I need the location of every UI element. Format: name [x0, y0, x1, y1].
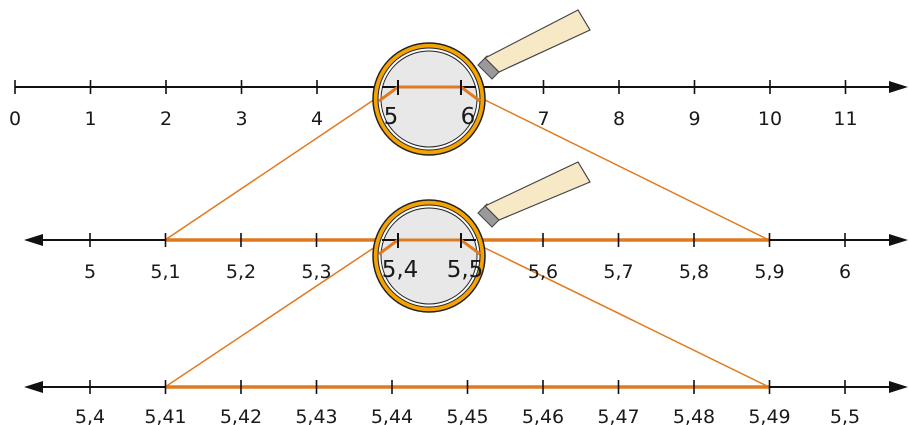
tick-label: 5,44	[371, 406, 413, 425]
magnifier-glass	[380, 50, 478, 148]
tick-label: 5,2	[226, 261, 256, 283]
number-line-3: 5,4 5,41 5,42 5,43 5,44 5,45 5,46 5,47 5,48 5,49 5…	[24, 380, 908, 425]
arrow-right-icon	[889, 381, 908, 393]
magnified-label: 5,4	[382, 257, 419, 283]
tick-label: 9	[688, 108, 700, 130]
tick-label: 5,8	[679, 261, 709, 283]
tick-label: 4	[311, 108, 323, 130]
magnifier-handle-icon	[477, 9, 591, 80]
tick-label: 3	[235, 108, 247, 130]
tick-label: 5,47	[597, 406, 639, 425]
arrow-right-icon	[889, 81, 908, 93]
magnified-label: 5	[384, 104, 399, 130]
tick-label: 5,3	[301, 261, 331, 283]
zoom-connectors-1	[164, 98, 770, 241]
tick-label: 11	[833, 108, 857, 130]
tick-label: 5,41	[144, 406, 186, 425]
tick-label: 5,1	[150, 261, 180, 283]
tick-label: 5	[84, 261, 96, 283]
arrow-left-icon	[24, 381, 43, 393]
magnifier-handle-icon	[477, 161, 591, 228]
tick-label: 0	[9, 108, 21, 130]
magnifier-glass	[380, 207, 478, 305]
tick-label: 5,45	[446, 406, 488, 425]
tick-label: 5,9	[754, 261, 784, 283]
tick-label: 5,43	[295, 406, 337, 425]
arrow-right-icon	[889, 234, 908, 246]
tick-label: 5,4	[75, 406, 105, 425]
tick-label: 1	[84, 108, 96, 130]
tick-label: 10	[758, 108, 782, 130]
tick-label: 5,42	[220, 406, 262, 425]
arrow-left-icon	[24, 234, 43, 246]
tick-label: 6	[839, 261, 851, 283]
magnifier-2: 5,4 5,5	[372, 161, 591, 313]
tick-label: 5,5	[830, 406, 860, 425]
zoom-connectors-2	[164, 246, 770, 388]
magnified-label: 6	[461, 104, 476, 130]
tick-label: 5,7	[603, 261, 633, 283]
tick-label: 2	[160, 108, 172, 130]
tick-label: 7	[537, 108, 549, 130]
tick-label: 5,48	[673, 406, 715, 425]
magnified-label: 5,5	[447, 257, 484, 283]
tick-label: 5,6	[528, 261, 558, 283]
tick-label: 8	[613, 108, 625, 130]
tick-label: 5,46	[522, 406, 564, 425]
tick-label: 5,49	[748, 406, 790, 425]
